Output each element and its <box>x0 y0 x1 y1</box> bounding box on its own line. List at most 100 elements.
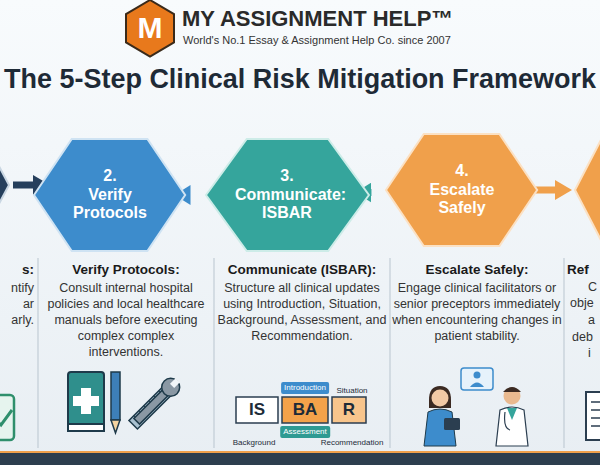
isbar-box: R <box>332 397 366 423</box>
wrench-icon <box>130 374 184 428</box>
column-divider <box>214 258 215 448</box>
footer-bar <box>0 453 600 465</box>
step-hexagon: 2.Verify Protocols <box>34 139 185 251</box>
wrench-icon <box>158 375 183 400</box>
partial-step-hexagon-right <box>575 134 600 246</box>
partial-step-hexagon-left <box>0 129 9 241</box>
doctor-figure <box>504 388 521 405</box>
column-divider <box>38 258 39 448</box>
video-call-bubble <box>461 368 493 390</box>
nurse-figure <box>444 418 460 430</box>
doctor-figure <box>496 387 528 446</box>
column-text: obje <box>570 296 594 311</box>
node-shape <box>332 397 366 423</box>
column-heading: Verify Protocols: <box>40 262 212 278</box>
column-heading: s: <box>0 262 34 278</box>
flow-arrow-right <box>555 180 572 200</box>
footer-bar <box>0 451 600 453</box>
node-shape <box>282 397 328 423</box>
node-shape <box>236 397 278 423</box>
column-text: i <box>588 346 591 361</box>
manual-book-icon <box>68 372 104 431</box>
node-shape <box>386 134 537 246</box>
node-text-group: M <box>138 11 163 46</box>
flow-arrow <box>369 189 371 196</box>
node-label: Communicate: ISBAR <box>235 186 339 223</box>
step-hexagon: 4.Escalate Safely <box>386 134 537 246</box>
doctor-figure <box>503 387 521 392</box>
doctor-figure <box>505 412 510 430</box>
column-text: Engage clinical facilitators or senior p… <box>392 280 562 344</box>
isbar-tab: Introduction <box>281 382 329 394</box>
node-shape <box>34 139 185 251</box>
column-text: a <box>588 313 595 328</box>
doctor-figure <box>496 407 528 446</box>
column-heading: Ref <box>567 262 589 278</box>
node-label: BA <box>293 400 318 420</box>
wrench-icon <box>170 378 180 388</box>
column-text: deb <box>572 330 593 345</box>
step-number: 3. <box>235 167 339 185</box>
column-text: C <box>588 280 597 295</box>
partial-document-icon <box>586 392 600 440</box>
isbar-caption: Recommendation <box>321 438 384 448</box>
node-text-group: R <box>343 400 355 420</box>
pencil-icon <box>111 372 120 433</box>
isbar-caption: Situation <box>336 386 367 396</box>
column-text: Consult internal hospital policies and l… <box>40 280 212 360</box>
nurse-figure <box>424 386 460 446</box>
node-label: R <box>343 400 355 420</box>
doctor-figure <box>507 408 517 420</box>
video-call-bubble <box>461 368 493 390</box>
node-text-group: BA <box>293 400 318 420</box>
partial-document-icon <box>591 402 600 426</box>
partial-step-hexagon-left <box>0 129 9 241</box>
video-call-bubble <box>474 372 481 379</box>
node-shape <box>126 0 174 56</box>
step-number: 4. <box>414 162 510 180</box>
node-label: Escalate Safely <box>414 181 510 218</box>
isbar-caption: Background <box>233 438 276 448</box>
node-text-group: IS <box>249 400 265 420</box>
pencil-icon <box>111 372 120 420</box>
video-call-bubble <box>470 383 484 388</box>
partial-check-icon <box>0 410 12 425</box>
title-text: The 5-Step Clinical Risk Mitigation Fram… <box>4 64 596 95</box>
column-divider <box>564 258 565 448</box>
isbar-box: IS <box>236 397 278 423</box>
column-divider <box>390 258 391 448</box>
step-hexagon: 3.Communicate: ISBAR <box>206 139 369 251</box>
node-shape <box>206 139 369 251</box>
node-label: IS <box>249 400 265 420</box>
column-text: Structure all clinical updates using Int… <box>216 280 388 344</box>
column-heading: Escalate Safely: <box>392 262 562 278</box>
column-heading: Communicate (ISBAR): <box>216 262 388 278</box>
manual-book-icon <box>73 396 99 406</box>
brand-name: MY ASSIGNMENT HELP™ <box>182 6 453 32</box>
node-text-group: 2.Verify Protocols <box>62 167 158 222</box>
node-text-group: 3.Communicate: ISBAR <box>235 167 339 222</box>
column-divider <box>38 258 564 448</box>
pencil-icon <box>111 420 120 433</box>
brand-tagline: World's No.1 Essay & Assignment Help Co.… <box>183 34 451 47</box>
node-label: Verify Protocols <box>62 186 158 223</box>
column-text: arly. <box>0 313 34 328</box>
nurse-figure <box>429 386 451 408</box>
title-row: The 5-Step Clinical Risk Mitigation Fram… <box>0 64 600 95</box>
manual-book-icon <box>68 372 104 430</box>
column-text: ntify <box>0 281 34 296</box>
partial-check-icon <box>0 395 14 440</box>
column-text: ar <box>0 297 34 312</box>
flow-arrow-left <box>13 182 36 189</box>
isbar-box: BA <box>282 397 328 423</box>
logo-hexagon: M <box>126 0 174 56</box>
partial-step-hexagon-right <box>575 134 600 246</box>
footer-bar <box>0 451 600 465</box>
node-text-group: 4.Escalate Safely <box>414 162 510 217</box>
node-label: M <box>138 11 163 46</box>
nurse-figure <box>432 390 449 407</box>
manual-book-icon <box>68 424 104 431</box>
isbar-tab: Assessment <box>280 426 330 438</box>
partial-document-icon <box>586 392 600 440</box>
